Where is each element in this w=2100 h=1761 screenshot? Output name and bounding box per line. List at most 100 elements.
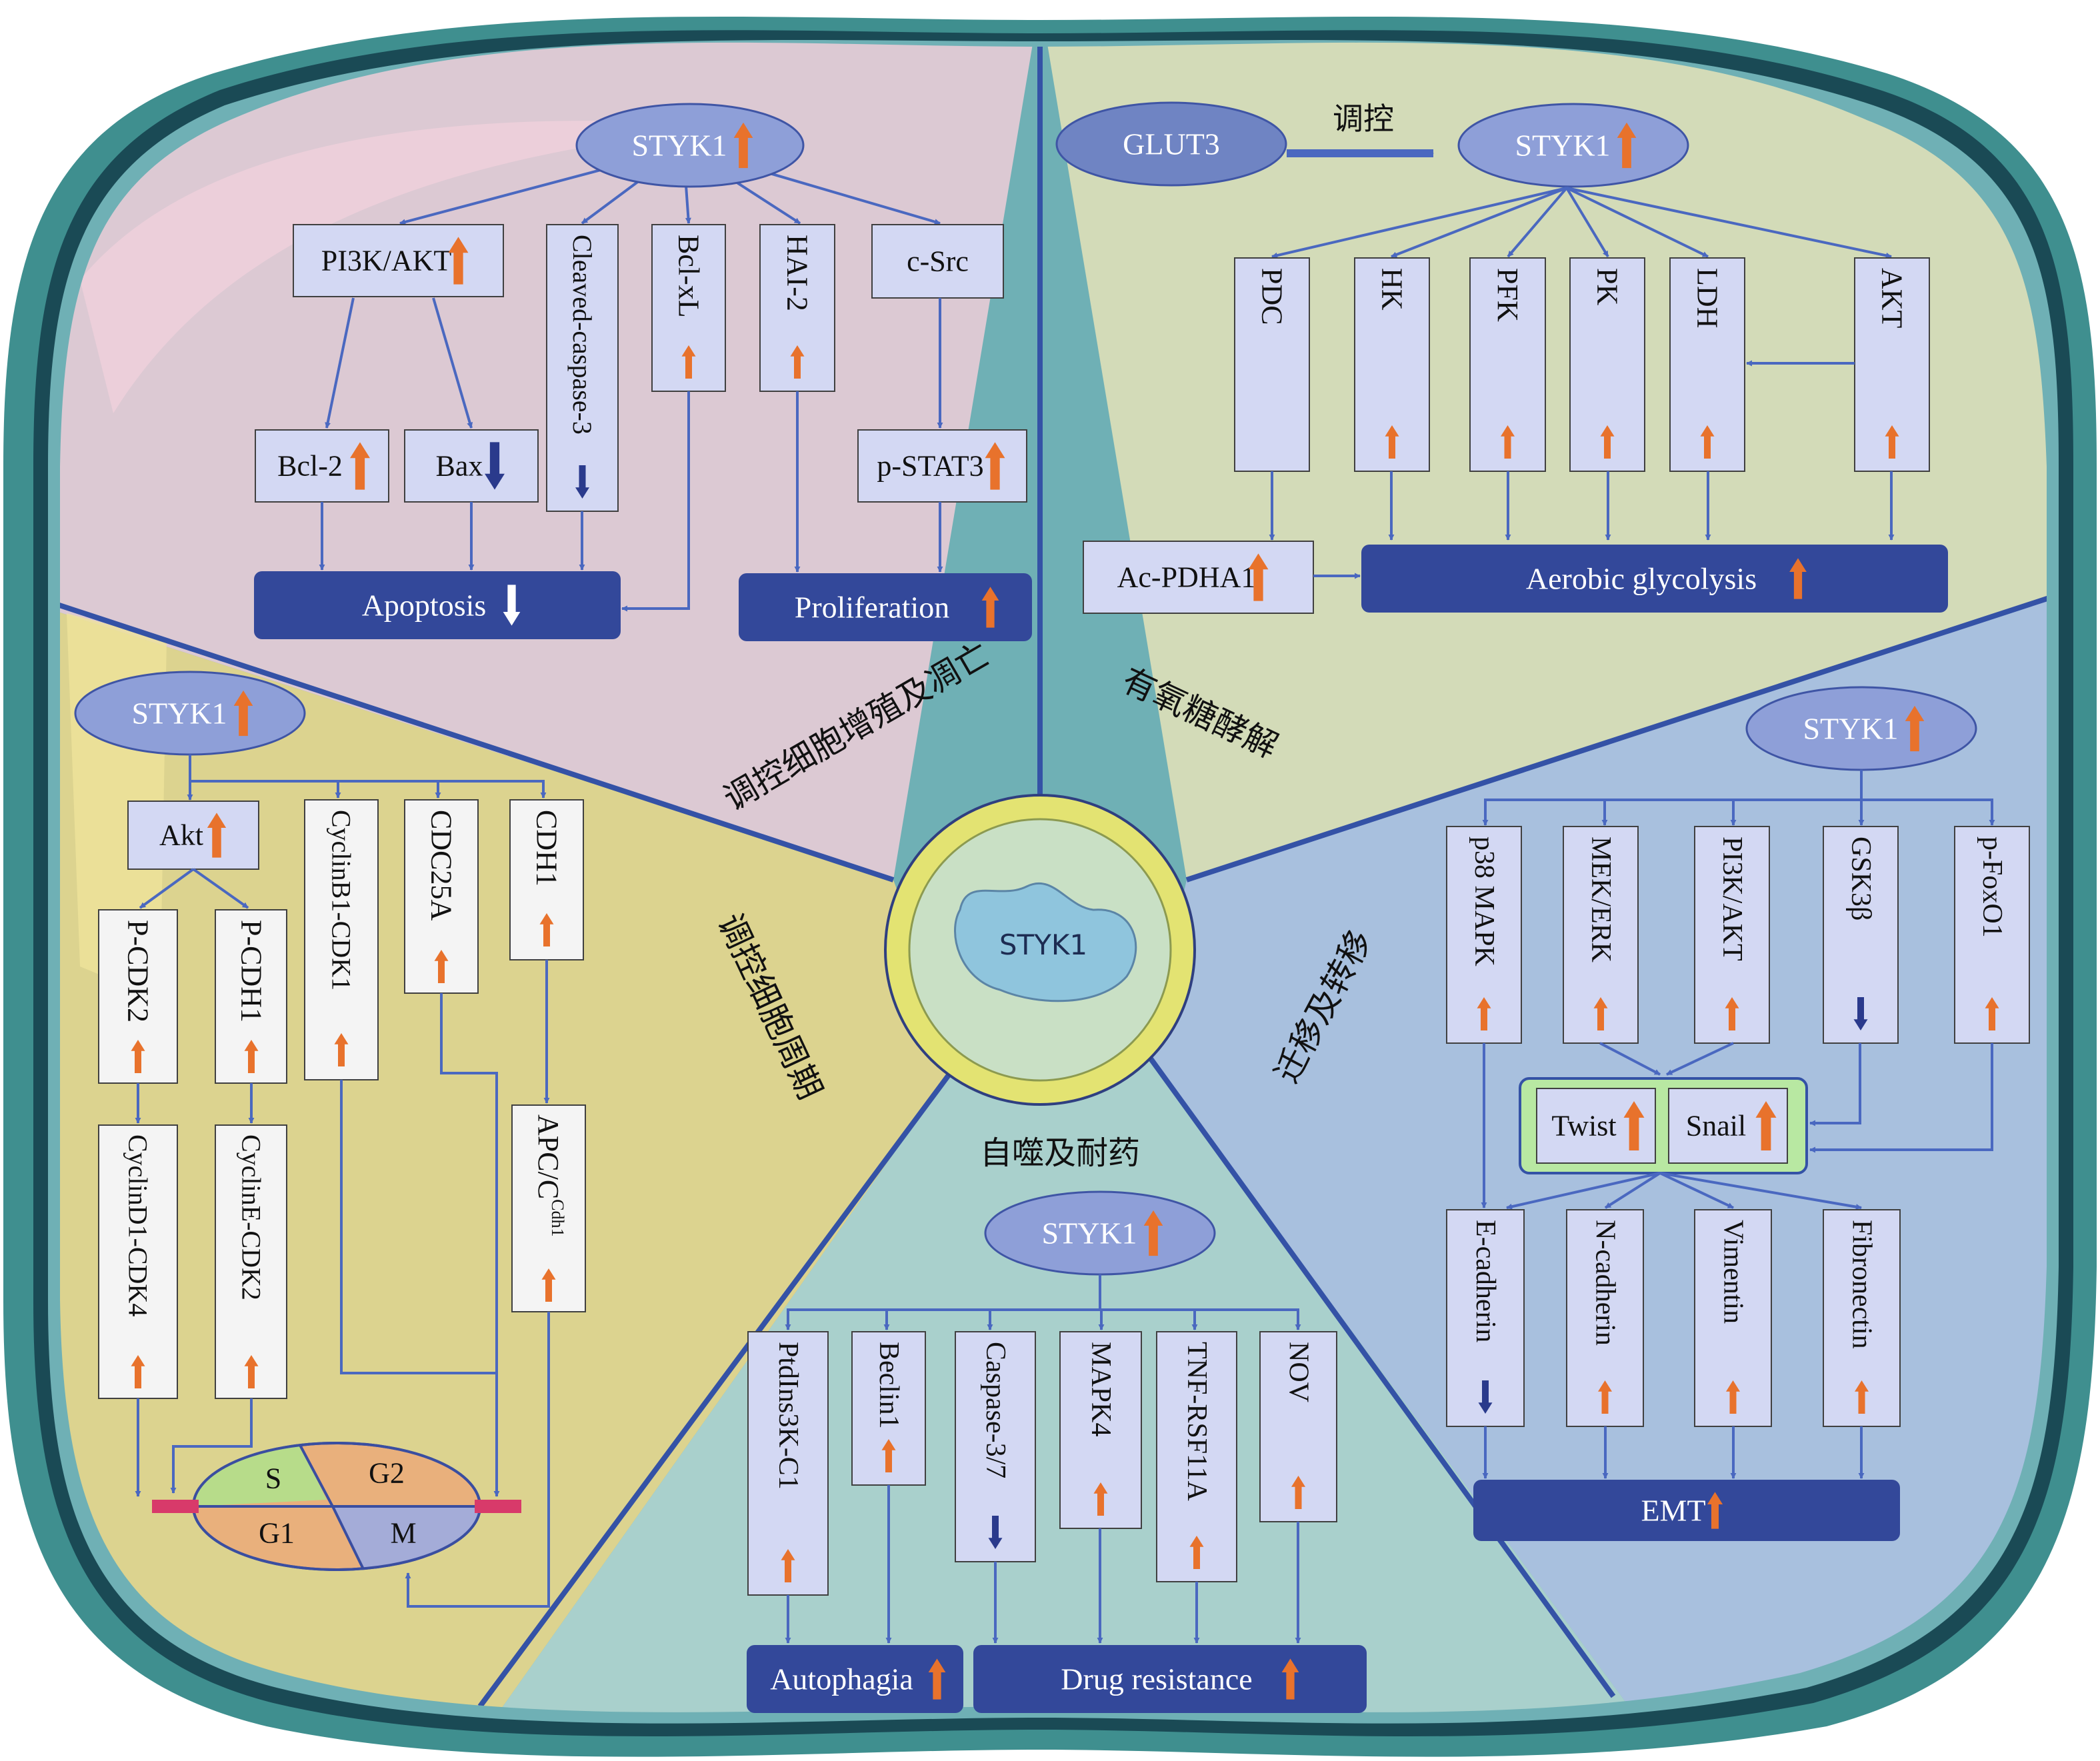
cdh1-node-label: CDH1 bbox=[531, 810, 563, 886]
pcdh1-node-label: P-CDH1 bbox=[235, 920, 268, 1022]
cellcycle-styk1-ellipse-label: STYK1 bbox=[131, 697, 227, 731]
connector-arrow bbox=[1271, 187, 1567, 259]
apc-c-label: APC/CCdh1 bbox=[533, 1114, 568, 1237]
up-arrow-icon bbox=[781, 1549, 795, 1582]
acpdha1-node-label: Ac-PDHA1 bbox=[1117, 561, 1256, 594]
up-arrow-icon bbox=[1189, 1536, 1204, 1569]
glut3-ellipse-label: GLUT3 bbox=[1123, 127, 1220, 161]
pi3k-akt-node-label: PI3K/AKT bbox=[321, 245, 452, 277]
vimentin-node-label: Vimentin bbox=[1718, 1220, 1749, 1324]
ldh-node-label: LDH bbox=[1691, 268, 1724, 328]
pcdk2-node-label: P-CDK2 bbox=[122, 920, 155, 1022]
connector-arrow bbox=[1482, 770, 1863, 826]
up-arrow-icon bbox=[1707, 1492, 1723, 1529]
cdc25a-node-label: CDC25A bbox=[425, 810, 458, 920]
down-arrow-icon bbox=[485, 442, 505, 490]
pstat3-node: p-STAT3 bbox=[857, 429, 1027, 503]
cycline-box bbox=[215, 1124, 287, 1399]
down-arrow-icon bbox=[1853, 997, 1868, 1030]
connector-arrow bbox=[1391, 187, 1567, 258]
snail-node-label: Snail bbox=[1686, 1110, 1746, 1142]
connector-arrow bbox=[621, 391, 690, 612]
emt-outcome: EMT bbox=[1473, 1480, 1900, 1541]
akt-node: AKT bbox=[1854, 257, 1930, 472]
up-arrow-icon bbox=[539, 913, 554, 946]
caspase37-node: Caspase-3/7 bbox=[955, 1331, 1036, 1562]
bax-node: Bax bbox=[404, 429, 539, 503]
connector-arrow bbox=[1809, 1043, 1993, 1153]
connector-arrow bbox=[189, 755, 547, 799]
up-arrow-icon bbox=[1281, 1658, 1299, 1700]
up-arrow-icon bbox=[928, 1658, 946, 1700]
twist-node: Twist bbox=[1536, 1088, 1656, 1164]
up-arrow-icon bbox=[790, 345, 805, 379]
bclxl-node: Bcl-xL bbox=[651, 224, 726, 392]
phase-g2-label: G2 bbox=[369, 1457, 405, 1490]
proliferation-outcome-label: Proliferation bbox=[795, 591, 950, 625]
beclin1-node-label: Beclin1 bbox=[873, 1342, 904, 1429]
cycline-node-label: CyclinE-CDK2 bbox=[237, 1134, 267, 1300]
glut3-ellipse: GLUT3 bbox=[1055, 101, 1287, 187]
up-arrow-icon bbox=[1725, 997, 1739, 1030]
connector-arrow bbox=[1506, 1172, 1661, 1210]
up-arrow-icon bbox=[1093, 1482, 1108, 1516]
phase-g1-label: G1 bbox=[259, 1517, 295, 1550]
up-arrow-icon bbox=[1885, 425, 1899, 459]
connector-arrow bbox=[1604, 1172, 1661, 1209]
pi3k-akt-node: PI3K/AKT bbox=[293, 224, 504, 297]
ldh-node: LDH bbox=[1669, 257, 1745, 472]
down-arrow-icon bbox=[1478, 1380, 1493, 1414]
autophagy-section-heading: 自噬及耐药 bbox=[980, 1134, 1140, 1172]
connector-arrow bbox=[1659, 1172, 1862, 1210]
up-arrow-icon bbox=[334, 1033, 349, 1066]
up-arrow-icon bbox=[1600, 425, 1615, 459]
up-arrow-icon bbox=[350, 442, 370, 490]
apc-c-node: APC/CCdh1 bbox=[511, 1104, 586, 1312]
connector-arrow bbox=[405, 1312, 550, 1608]
proliferation-outcome: Proliferation bbox=[739, 573, 1032, 641]
autophagia-outcome-label: Autophagia bbox=[770, 1662, 913, 1696]
nucleus: STYK1 bbox=[884, 794, 1196, 1106]
up-arrow-icon bbox=[131, 1040, 145, 1073]
pdc-node: PDC bbox=[1234, 257, 1310, 472]
connector-arrow bbox=[1659, 1172, 1734, 1209]
bclxl-node-label: Bcl-xL bbox=[673, 235, 705, 318]
checkpoint-right bbox=[475, 1500, 521, 1513]
pdc-node-label: PDC bbox=[1256, 268, 1289, 325]
apoptosis-outcome: Apoptosis bbox=[254, 571, 621, 639]
connector-arrow bbox=[785, 1274, 1101, 1330]
p38-metastasis-node-label: p38 MAPK bbox=[1469, 837, 1499, 966]
hk-node-label: HK bbox=[1376, 268, 1409, 311]
up-arrow-icon bbox=[434, 950, 449, 983]
metastasis-styk1-ellipse-label: STYK1 bbox=[1803, 712, 1898, 746]
connector-arrow bbox=[1599, 1042, 1661, 1076]
up-arrow-icon bbox=[1291, 1476, 1305, 1509]
up-arrow-icon bbox=[1617, 122, 1637, 169]
mapk4-node-label: MAPK4 bbox=[1085, 1342, 1116, 1436]
up-arrow-icon bbox=[1501, 425, 1515, 459]
up-arrow-icon bbox=[985, 442, 1005, 490]
foxo-metastasis-node: p-FoxO1 bbox=[1954, 826, 2030, 1044]
connector-arrow bbox=[1666, 1042, 1734, 1076]
up-arrow-icon bbox=[1985, 997, 1999, 1030]
ecadherin-node-label: E-cadherin bbox=[1470, 1220, 1501, 1342]
bcl2-node: Bcl-2 bbox=[255, 429, 389, 503]
glycolysis-styk1-ellipse-label: STYK1 bbox=[1515, 129, 1610, 163]
connector-arrow bbox=[170, 1398, 253, 1494]
connector-arrow bbox=[340, 1080, 500, 1497]
connector-arrow bbox=[1507, 187, 1568, 258]
apoptosis-outcome-label: Apoptosis bbox=[362, 589, 487, 623]
up-arrow-icon bbox=[981, 587, 999, 628]
connector-arrow bbox=[1100, 1308, 1301, 1330]
gsk-metastasis-node-label: GSK3β bbox=[1845, 837, 1876, 920]
bcl2-node-label: Bcl-2 bbox=[277, 450, 343, 483]
pi3k-metastasis-node-label: PI3K/AKT bbox=[1717, 837, 1747, 961]
hai2-node: HAI-2 bbox=[759, 224, 835, 392]
acpdha1-node: Ac-PDHA1 bbox=[1083, 541, 1314, 614]
cyclinb1-node-label: CyclinB1-CDK1 bbox=[327, 810, 357, 990]
akt-cellcycle-node-label: Akt bbox=[159, 819, 203, 852]
nov-node-label: NOV bbox=[1283, 1342, 1314, 1402]
gsk-metastasis-node: GSK3β bbox=[1823, 826, 1899, 1044]
akt-cellcycle-node: Akt bbox=[127, 801, 259, 870]
